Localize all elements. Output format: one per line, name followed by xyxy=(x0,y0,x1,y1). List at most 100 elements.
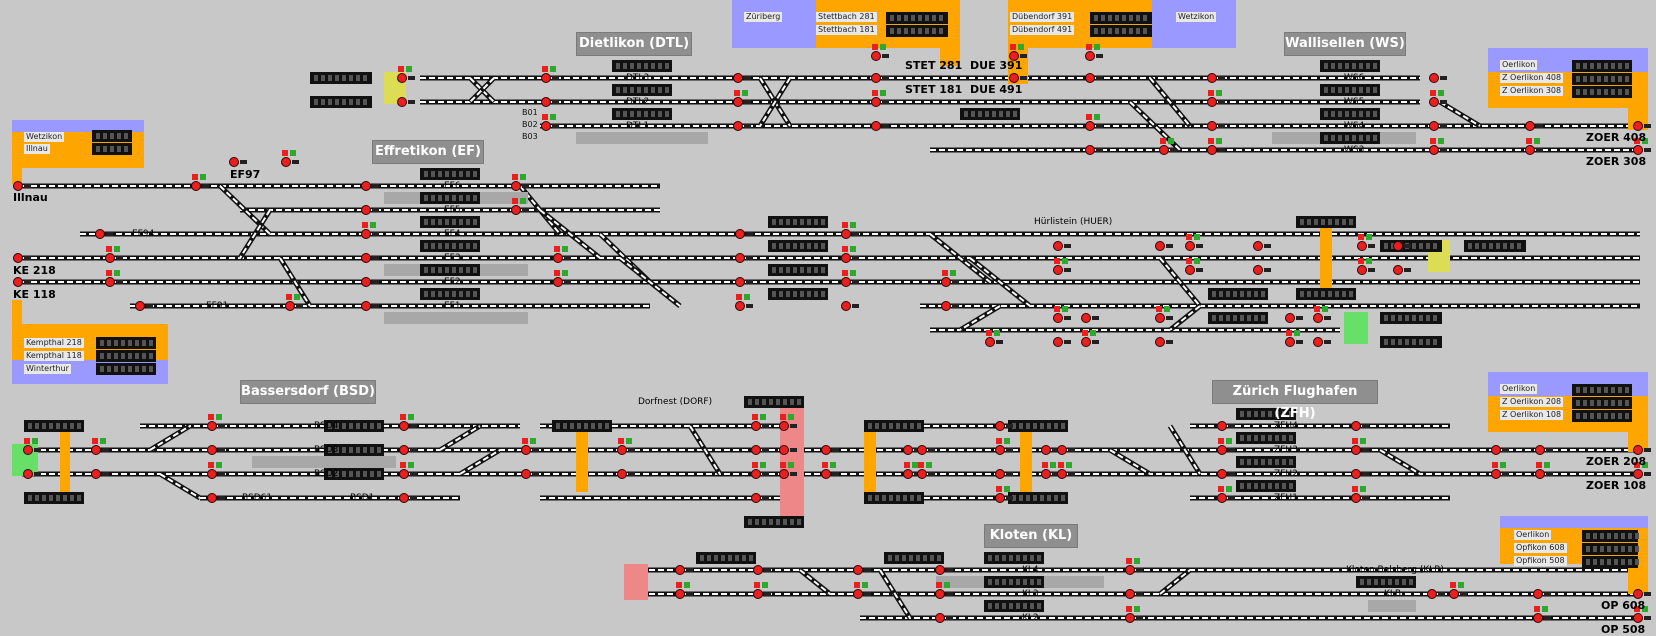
signal-light[interactable] xyxy=(1155,337,1165,347)
signal-light[interactable] xyxy=(871,121,881,131)
endpoint-stet181[interactable]: STET 181 xyxy=(905,83,963,96)
signal-light[interactable] xyxy=(617,445,627,455)
signal-light[interactable] xyxy=(1633,469,1643,479)
signal-light[interactable] xyxy=(1525,145,1535,155)
signal-light[interactable] xyxy=(511,205,521,215)
signal-light[interactable] xyxy=(361,253,371,263)
signal-light[interactable] xyxy=(751,493,761,503)
signal-light[interactable] xyxy=(735,229,745,239)
signal-light[interactable] xyxy=(903,469,913,479)
signal-light[interactable] xyxy=(1053,241,1063,251)
signal-light[interactable] xyxy=(1217,445,1227,455)
signal-light[interactable] xyxy=(361,181,371,191)
signal-light[interactable] xyxy=(779,469,789,479)
signal-light[interactable] xyxy=(361,229,371,239)
signal-light[interactable] xyxy=(1057,469,1067,479)
signal-light[interactable] xyxy=(1285,313,1295,323)
signal-light[interactable] xyxy=(1285,337,1295,347)
signal-light[interactable] xyxy=(1041,469,1051,479)
signal-light[interactable] xyxy=(617,469,627,479)
panel-zueriberg-item[interactable]: Stettbach 181 xyxy=(816,25,877,35)
signal-light[interactable] xyxy=(1533,613,1543,623)
signal-light[interactable] xyxy=(1053,337,1063,347)
panel-opfikon-item[interactable]: Opfikon 608 xyxy=(1514,543,1567,553)
panel-kempthal-item[interactable]: Winterthur xyxy=(24,364,71,374)
signal-light[interactable] xyxy=(779,445,789,455)
signal-light[interactable] xyxy=(1217,493,1227,503)
signal-light[interactable] xyxy=(1081,337,1091,347)
endpoint-illnau[interactable]: Illnau xyxy=(13,191,48,204)
signal-light[interactable] xyxy=(1085,145,1095,155)
signal-light[interactable] xyxy=(1427,589,1437,599)
signal-light[interactable] xyxy=(1633,613,1643,623)
signal-light[interactable] xyxy=(541,97,551,107)
signal-light[interactable] xyxy=(735,277,745,287)
signal-light[interactable] xyxy=(753,589,763,599)
panel-oerlikon-top-item[interactable]: Z Oerlikon 308 xyxy=(1500,86,1564,96)
signal-light[interactable] xyxy=(995,421,1005,431)
signal-light[interactable] xyxy=(399,445,409,455)
signal-light[interactable] xyxy=(1313,313,1323,323)
signal-light[interactable] xyxy=(1351,469,1361,479)
signal-light[interactable] xyxy=(935,589,945,599)
endpoint-zoer408[interactable]: ZOER 408 xyxy=(1586,131,1647,144)
signal-light[interactable] xyxy=(1185,265,1195,275)
signal-light[interactable] xyxy=(1429,73,1439,83)
signal-light[interactable] xyxy=(1491,469,1501,479)
signal-light[interactable] xyxy=(841,253,851,263)
signal-light[interactable] xyxy=(399,421,409,431)
endpoint-zoer108[interactable]: ZOER 108 xyxy=(1586,479,1647,492)
signal-light[interactable] xyxy=(1155,313,1165,323)
signal-light[interactable] xyxy=(281,157,291,167)
endpoint-zoer308[interactable]: ZOER 308 xyxy=(1586,155,1647,168)
signal-light[interactable] xyxy=(1351,421,1361,431)
panel-oerlikon-mid-item[interactable]: Oerlikon xyxy=(1500,384,1538,394)
signal-light[interactable] xyxy=(1357,265,1367,275)
panel-wetzikon-item[interactable]: Wetzikon xyxy=(24,132,65,142)
signal-light[interactable] xyxy=(1185,241,1195,251)
signal-light[interactable] xyxy=(1207,121,1217,131)
signal-light[interactable] xyxy=(1159,145,1169,155)
endpoint-ke218[interactable]: KE 218 xyxy=(13,264,56,277)
signal-light[interactable] xyxy=(1633,589,1643,599)
signal-light[interactable] xyxy=(1009,51,1019,61)
signal-light[interactable] xyxy=(853,589,863,599)
signal-light[interactable] xyxy=(1533,589,1543,599)
endpoint-due391[interactable]: DUE 391 xyxy=(970,59,1023,72)
signal-light[interactable] xyxy=(733,97,743,107)
signal-light[interactable] xyxy=(13,181,23,191)
signal-light[interactable] xyxy=(1207,73,1217,83)
panel-duebendorf-item[interactable]: Wetzikon xyxy=(1176,12,1217,22)
signal-light[interactable] xyxy=(753,565,763,575)
signal-light[interactable] xyxy=(1393,241,1403,251)
signal-light[interactable] xyxy=(1351,445,1361,455)
signal-light[interactable] xyxy=(1085,73,1095,83)
signal-light[interactable] xyxy=(735,301,745,311)
signal-light[interactable] xyxy=(935,613,945,623)
signal-light[interactable] xyxy=(23,469,33,479)
signal-light[interactable] xyxy=(541,121,551,131)
signal-light[interactable] xyxy=(871,51,881,61)
signal-light[interactable] xyxy=(105,253,115,263)
signal-light[interactable] xyxy=(1085,51,1095,61)
signal-light[interactable] xyxy=(1081,313,1091,323)
signal-light[interactable] xyxy=(553,277,563,287)
panel-duebendorf-item[interactable]: Dübendorf 391 xyxy=(1010,12,1075,22)
endpoint-due491[interactable]: DUE 491 xyxy=(970,83,1023,96)
signal-light[interactable] xyxy=(1009,73,1019,83)
signal-light[interactable] xyxy=(541,73,551,83)
signal-light[interactable] xyxy=(13,253,23,263)
signal-light[interactable] xyxy=(1429,97,1439,107)
signal-light[interactable] xyxy=(511,181,521,191)
panel-opfikon-item[interactable]: Oerlikon xyxy=(1514,530,1552,540)
signal-light[interactable] xyxy=(1429,121,1439,131)
signal-light[interactable] xyxy=(1357,241,1367,251)
endpoint-op508[interactable]: OP 508 xyxy=(1601,623,1646,636)
endpoint-ef97[interactable]: EF97 xyxy=(230,168,261,181)
panel-kempthal-item[interactable]: Kempthal 218 xyxy=(24,338,84,348)
signal-light[interactable] xyxy=(733,121,743,131)
signal-light[interactable] xyxy=(229,157,239,167)
panel-oerlikon-top-item[interactable]: Oerlikon xyxy=(1500,60,1538,70)
signal-light[interactable] xyxy=(1155,241,1165,251)
signal-light[interactable] xyxy=(917,469,927,479)
